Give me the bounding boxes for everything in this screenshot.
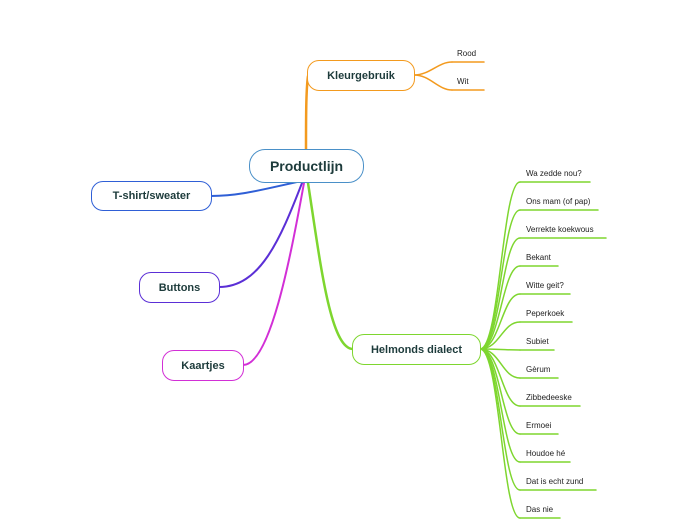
leaf-helmonds-item[interactable]: Verrekte koekwous xyxy=(526,225,594,234)
connector-buttons xyxy=(218,182,303,288)
leaf-helmonds-item[interactable]: Gèrum xyxy=(526,365,551,374)
leaf-helmonds-item[interactable]: Ons mam (of pap) xyxy=(526,197,591,206)
connector-helmonds-dialect xyxy=(306,181,355,351)
leaf-kleurgebruik-item[interactable]: Rood xyxy=(457,49,477,58)
connector-kleurgebruik xyxy=(304,74,310,152)
leaf-helmonds-item[interactable]: Bekant xyxy=(526,253,551,262)
leaf-helmonds-item[interactable]: Subiet xyxy=(526,337,549,346)
leaf-kleurgebruik-item[interactable]: Wit xyxy=(457,77,469,86)
branch-label-helmonds-dialect: Helmonds dialect xyxy=(370,343,463,356)
connector-leaf-kleurgebruik xyxy=(413,61,453,76)
branch-label-kaartjes: Kaartjes xyxy=(181,359,225,372)
root-node-label: Productlijn xyxy=(269,158,344,174)
connector-leaf-helmonds xyxy=(479,348,521,491)
branch-label-kleurgebruik: Kleurgebruik xyxy=(327,69,395,82)
branch-node-buttons[interactable]: Buttons xyxy=(139,272,220,303)
branch-node-tshirt-sweater[interactable]: T-shirt/sweater xyxy=(91,181,212,211)
connector-lines xyxy=(210,61,607,519)
connector-leaf-helmonds xyxy=(479,348,521,519)
leaf-helmonds-item[interactable]: Houdoe hé xyxy=(526,449,566,458)
connector-leaf-helmonds xyxy=(479,237,521,350)
connector-leaf-helmonds xyxy=(479,321,521,350)
connector-kaartjes xyxy=(242,182,305,366)
branch-node-kleurgebruik[interactable]: Kleurgebruik xyxy=(307,60,415,91)
leaf-helmonds-item[interactable]: Dat is echt zund xyxy=(526,477,584,486)
branch-node-helmonds-dialect[interactable]: Helmonds dialect xyxy=(352,334,481,365)
connector-leaf-helmonds xyxy=(479,209,521,350)
leaf-helmonds-item[interactable]: Witte geit? xyxy=(526,281,564,290)
branch-node-kaartjes[interactable]: Kaartjes xyxy=(162,350,244,381)
connector-leaf-helmonds xyxy=(479,348,521,463)
branch-label-buttons: Buttons xyxy=(158,281,201,294)
leaf-helmonds-item[interactable]: Peperkoek xyxy=(526,309,565,318)
connector-leaf-helmonds xyxy=(479,293,521,350)
leaf-helmonds-item[interactable]: Das nie xyxy=(526,505,554,514)
connector-leaf-helmonds xyxy=(479,265,521,350)
branch-label-tshirt-sweater: T-shirt/sweater xyxy=(112,190,191,202)
root-node-productlijn[interactable]: Productlijn xyxy=(249,149,364,183)
leaf-helmonds-item[interactable]: Wa zedde nou? xyxy=(526,169,582,178)
leaf-helmonds-item[interactable]: Zibbedeeske xyxy=(526,393,572,402)
connector-leaf-kleurgebruik xyxy=(413,74,453,91)
leaf-helmonds-item[interactable]: Ermoei xyxy=(526,421,552,430)
